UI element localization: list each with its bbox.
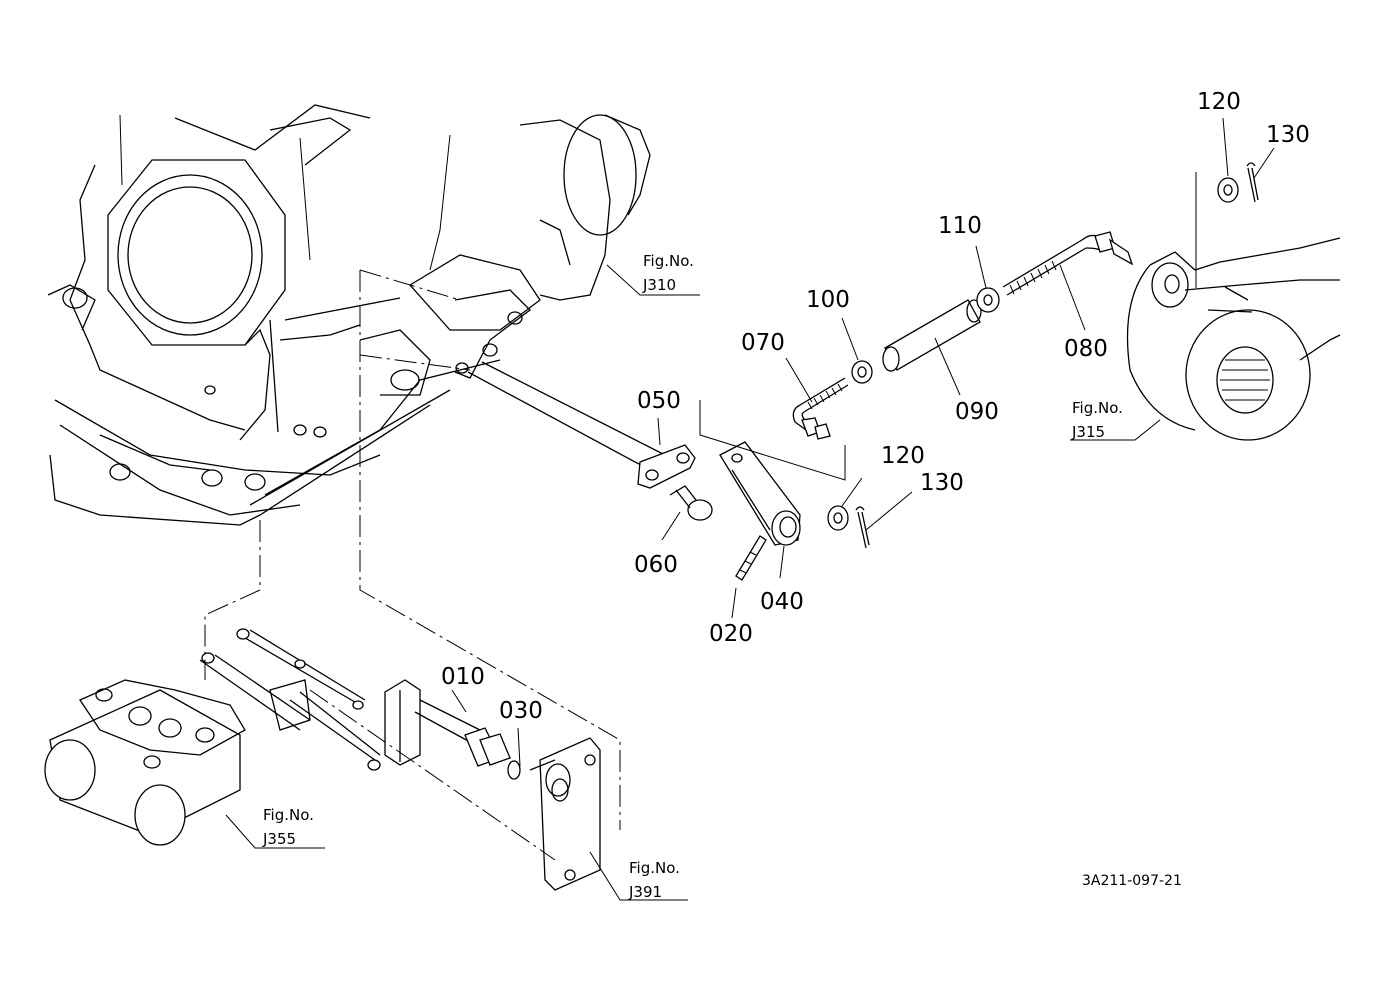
- figure-reference-j315[interactable]: Fig.No. J315: [1071, 399, 1123, 441]
- fig-caption-j355: Fig.No.: [263, 806, 314, 824]
- drawing-number: 3A211-097-21: [1082, 873, 1182, 889]
- fig-code-j391: J391: [628, 883, 662, 901]
- part-label-010[interactable]: 010: [441, 664, 485, 690]
- part-label-070[interactable]: 070: [741, 330, 785, 356]
- lift-shaft: [467, 361, 666, 471]
- fig-code-j310: J310: [642, 276, 676, 294]
- lever-arm-040: [719, 441, 801, 546]
- cotter-pin-130-middle: [855, 506, 870, 549]
- part-label-030[interactable]: 030: [499, 698, 543, 724]
- nut-110: [976, 287, 1000, 313]
- part-label-060[interactable]: 060: [634, 552, 678, 578]
- transmission-housing: [47, 104, 651, 526]
- assembly-phantom-box: [699, 400, 846, 481]
- part-label-080[interactable]: 080: [1064, 336, 1108, 362]
- part-label-110[interactable]: 110: [938, 213, 982, 239]
- part-label-130-middle[interactable]: 130: [920, 470, 964, 496]
- fig-caption-j391: Fig.No.: [629, 859, 680, 877]
- fig-caption-j315: Fig.No.: [1072, 399, 1123, 417]
- nut-100: [851, 360, 873, 384]
- washer-120-middle: [827, 505, 849, 531]
- lift-arm: [1126, 237, 1341, 441]
- part-label-120-top[interactable]: 120: [1197, 89, 1241, 115]
- phantom-lines: [204, 269, 621, 861]
- bolt-060: [669, 485, 713, 521]
- figure-reference-j391[interactable]: Fig.No. J391: [628, 859, 680, 901]
- part-labels: 010 030 020 040 050 060 070 080 090 100 …: [441, 89, 1310, 724]
- fig-code-j315: J315: [1071, 423, 1105, 441]
- rod-080: [1002, 231, 1134, 296]
- part-label-020[interactable]: 020: [709, 621, 753, 647]
- part-label-130-top[interactable]: 130: [1266, 122, 1310, 148]
- part-label-120-middle[interactable]: 120: [881, 443, 925, 469]
- part-label-040[interactable]: 040: [760, 589, 804, 615]
- cotter-pin-130-top: [1246, 162, 1259, 203]
- figure-reference-j310[interactable]: Fig.No. J310: [642, 252, 694, 294]
- fig-caption-j310: Fig.No.: [643, 252, 694, 270]
- o-ring-030: [507, 760, 521, 780]
- control-valve: [44, 628, 381, 846]
- rod-end-070: [792, 377, 849, 440]
- turnbuckle-090: [882, 299, 982, 372]
- figure-reference-j355[interactable]: Fig.No. J355: [262, 806, 314, 848]
- plate-bracket: [384, 679, 421, 766]
- spring-pin-020: [735, 535, 767, 581]
- part-label-090[interactable]: 090: [955, 399, 999, 425]
- valve-cover-plate: [529, 737, 601, 891]
- control-shaft-010: [414, 699, 511, 767]
- part-label-050[interactable]: 050: [637, 388, 681, 414]
- fig-code-j355: J355: [262, 830, 296, 848]
- lever-plate-050: [637, 444, 696, 489]
- leader-lines: [225, 117, 1275, 901]
- part-label-100[interactable]: 100: [806, 287, 850, 313]
- washer-120-top: [1217, 177, 1239, 203]
